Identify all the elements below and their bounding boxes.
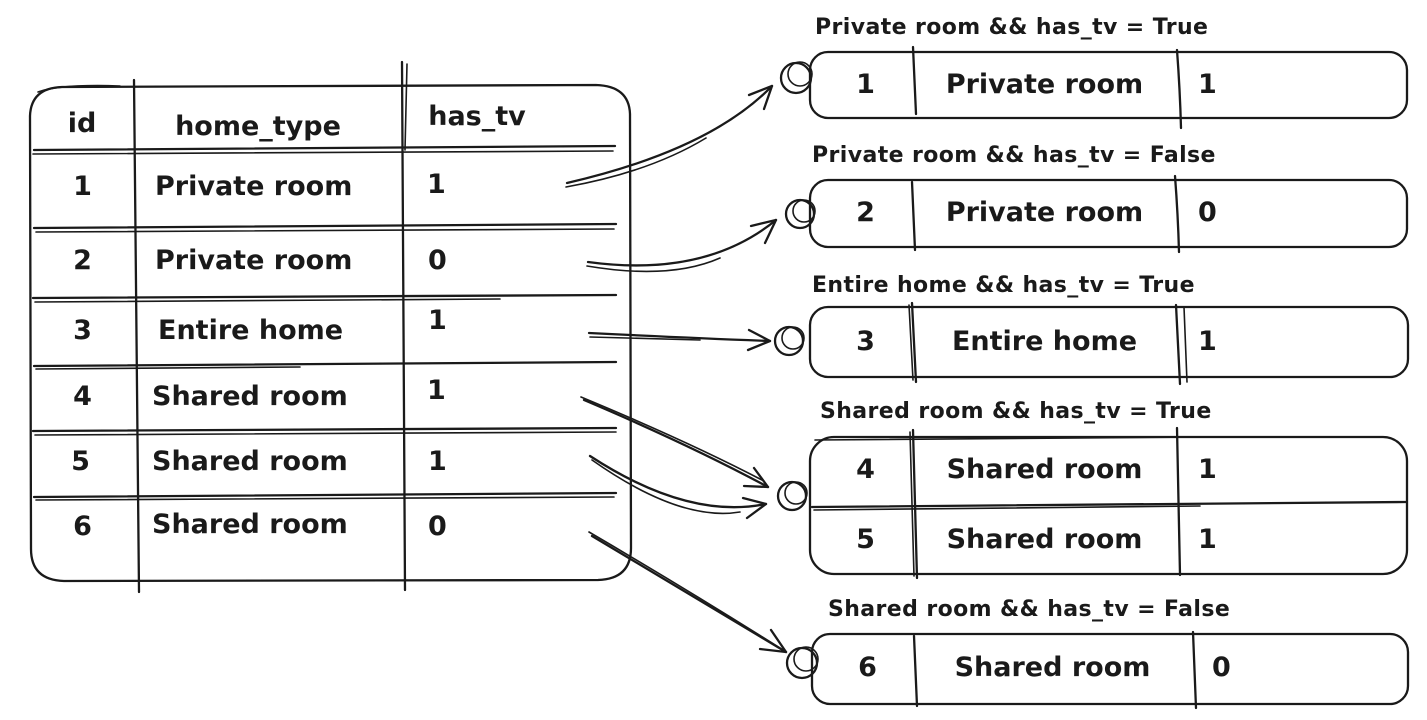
cell-id: 2 <box>73 245 92 276</box>
cell-home-type: Private room <box>155 245 353 276</box>
column-header-has-tv: has_tv <box>428 101 526 132</box>
cell-has-tv: 0 <box>428 245 447 276</box>
column-header-home-type: home_type <box>175 111 341 142</box>
group-box-1 <box>779 45 1409 130</box>
cell-has-tv: 0 <box>428 511 447 542</box>
arrow-row-5-to-group-4 <box>588 454 768 520</box>
group-box-4 <box>776 426 1409 580</box>
cell-id: 3 <box>856 326 875 357</box>
cell-id: 4 <box>73 381 92 412</box>
cell-home-type: Shared room <box>152 446 348 477</box>
group-label: Private room && has_tv = False <box>812 143 1216 168</box>
cell-id: 1 <box>856 69 875 100</box>
cell-has-tv: 1 <box>1198 326 1217 357</box>
cell-id: 1 <box>73 171 92 202</box>
cell-home-type: Private room <box>945 197 1144 228</box>
source-table-border <box>28 83 633 583</box>
cell-home-type: Entire home <box>951 326 1138 357</box>
cell-home-type: Private room <box>945 69 1144 100</box>
cell-home-type: Shared room <box>946 454 1143 485</box>
column-header-id: id <box>67 108 97 139</box>
cell-has-tv: 1 <box>1198 69 1217 100</box>
cell-home-type: Shared room <box>152 381 348 412</box>
group-label: Shared room && has_tv = False <box>828 597 1231 622</box>
arrow-row-1-to-group-1 <box>565 84 774 188</box>
group-box-2 <box>784 174 1409 254</box>
cell-has-tv: 1 <box>428 305 447 336</box>
cell-id: 5 <box>856 524 875 555</box>
group-label: Entire home && has_tv = True <box>812 273 1195 298</box>
cell-home-type: Shared room <box>152 509 348 540</box>
cell-has-tv: 1 <box>1198 454 1217 485</box>
source-table-row-lines <box>31 144 618 501</box>
cell-id: 4 <box>856 454 875 485</box>
group-label: Shared room && has_tv = True <box>820 399 1212 424</box>
cell-home-type: Shared room <box>954 652 1151 683</box>
group-box-5 <box>785 630 1410 710</box>
cell-home-type: Entire home <box>158 315 344 346</box>
cell-home-type: Shared room <box>946 524 1143 555</box>
arrow-row-3-to-group-3 <box>587 328 772 352</box>
arrow-row-2-to-group-2 <box>586 218 778 273</box>
cell-has-tv: 0 <box>1198 197 1217 228</box>
cell-has-tv: 0 <box>1212 652 1231 683</box>
group-label: Private room && has_tv = True <box>815 15 1209 40</box>
cell-id: 3 <box>73 315 92 346</box>
cell-has-tv: 1 <box>427 375 446 406</box>
cell-id: 6 <box>858 652 877 683</box>
cell-has-tv: 1 <box>427 169 446 200</box>
cell-home-type: Private room <box>155 171 353 202</box>
cell-id: 5 <box>71 446 90 477</box>
arrow-row-4-to-group-4 <box>580 396 770 489</box>
cell-id: 6 <box>73 511 92 542</box>
group-box-3 <box>773 301 1410 386</box>
cell-has-tv: 1 <box>428 446 447 477</box>
cell-id: 2 <box>856 197 875 228</box>
arrow-row-6-to-group-5 <box>588 531 788 654</box>
cell-has-tv: 1 <box>1198 524 1217 555</box>
